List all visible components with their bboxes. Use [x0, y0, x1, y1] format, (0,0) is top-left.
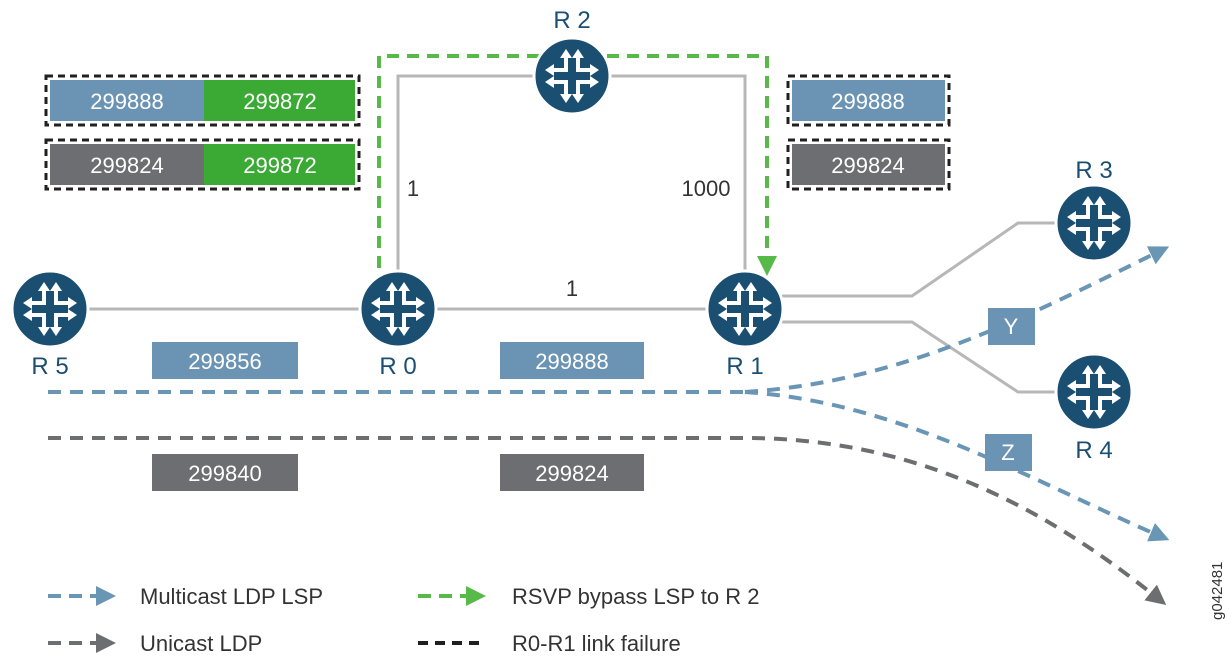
router-label-r5: R 5: [31, 353, 68, 380]
multicast-branch-z: [744, 390, 1170, 542]
multicast-branch-y: [744, 246, 1170, 394]
branch-z-label: Z: [1001, 440, 1014, 465]
label-box: [152, 342, 298, 379]
figure-id: g042481: [1209, 562, 1226, 620]
router-label-r1: R 1: [726, 353, 763, 380]
label-value: 299824: [535, 461, 608, 486]
router-r4: [1054, 352, 1134, 432]
label-value: 299824: [90, 153, 163, 178]
router-label-r4: R 4: [1075, 437, 1112, 464]
r1-stack-bottom-frame: [786, 138, 951, 191]
label-box: [500, 454, 644, 491]
legend-rsvp-text: RSVP bypass LSP to R 2: [512, 584, 759, 609]
r1-label-stack: 299888 299824: [786, 74, 951, 191]
r1-stack-top-frame: [786, 74, 951, 127]
path-labels: 299856 299888 299840 299824: [152, 342, 644, 491]
label-box: [500, 342, 644, 379]
label-value: 299888: [90, 89, 163, 114]
label-box: [50, 144, 204, 185]
router-r1: [705, 269, 785, 349]
router-label-r2: R 2: [553, 7, 590, 34]
branch-y-label: Y: [1004, 314, 1019, 339]
r0-bypass-label-stack: 299888 299872 299824 299872: [44, 74, 361, 191]
label-value: 299824: [831, 153, 904, 178]
router-label-r0: R 0: [379, 353, 416, 380]
label-value: 299872: [243, 153, 316, 178]
label-value: 299888: [831, 89, 904, 114]
r0-stack-top-frame: [44, 74, 361, 127]
metric-r0-r1: 1: [566, 276, 578, 301]
legend: Multicast LDP LSP Unicast LDP RSVP bypas…: [48, 584, 759, 656]
metric-r2-r1: 1000: [682, 176, 731, 201]
branch-z-box: [985, 434, 1032, 471]
label-box: [152, 454, 298, 491]
link-r1-r3: [745, 221, 1094, 298]
multicast-ldp-paths: [48, 246, 1170, 542]
router-r5: [10, 269, 90, 349]
label-box: [50, 80, 204, 121]
legend-multicast-text: Multicast LDP LSP: [140, 584, 323, 609]
label-box: [204, 80, 355, 121]
label-box: [792, 80, 945, 121]
router-r3: [1054, 183, 1134, 263]
metric-r0-r2: 1: [407, 176, 419, 201]
router-r2: [532, 36, 612, 116]
unicast-ldp-path: [48, 436, 1167, 605]
label-value: 299888: [535, 349, 608, 374]
label-box: [792, 144, 945, 185]
router-label-r3: R 3: [1075, 157, 1112, 184]
label-value: 299856: [188, 349, 261, 374]
label-box: [204, 144, 355, 185]
legend-unicast-text: Unicast LDP: [140, 631, 262, 656]
legend-failure-text: R0-R1 link failure: [512, 631, 681, 656]
router-r0: [358, 269, 438, 349]
r0-stack-bottom-frame: [44, 138, 361, 191]
label-value: 299840: [188, 461, 261, 486]
label-value: 299872: [243, 89, 316, 114]
branch-y-box: [988, 308, 1035, 345]
